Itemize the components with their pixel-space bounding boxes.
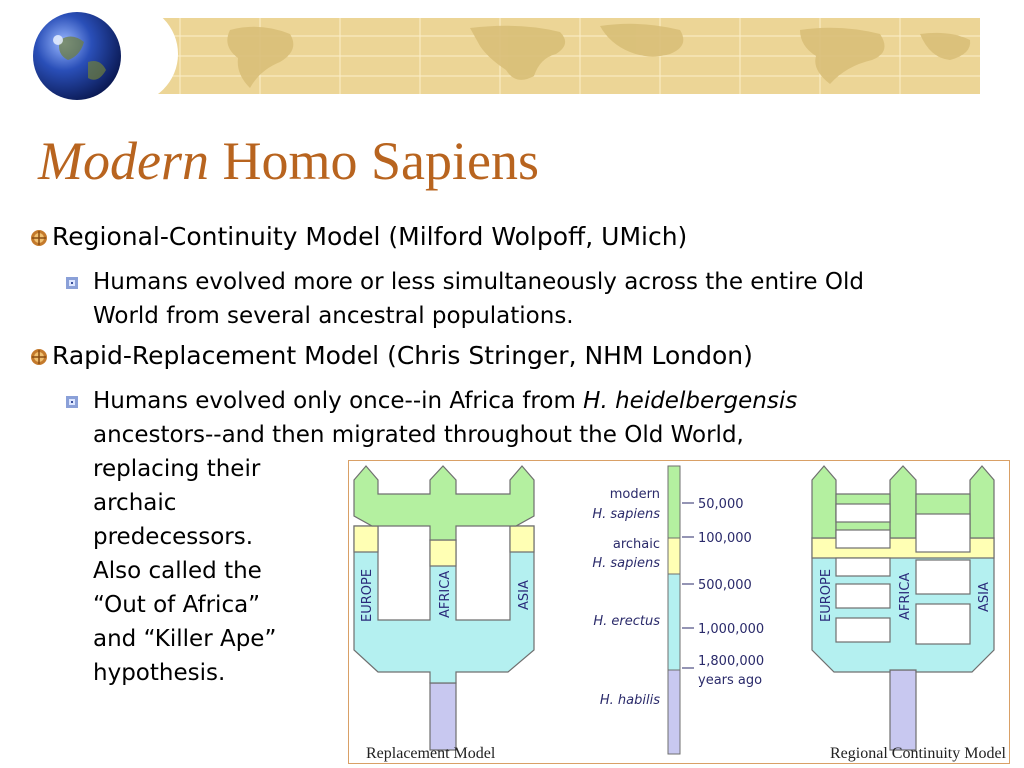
- tick-label: 100,000: [698, 531, 752, 546]
- wrap-line: archaic: [93, 490, 177, 516]
- tick-label: 50,000: [698, 497, 744, 512]
- species-name: H. heidelbergensis: [583, 388, 798, 414]
- wrap-line: “Out of Africa”: [93, 592, 261, 618]
- regional-continuity-tree: [811, 465, 995, 751]
- title-rest: Homo Sapiens: [222, 131, 539, 191]
- region-label-asia: ASIA: [517, 580, 532, 610]
- stage-label: modern: [610, 487, 660, 502]
- wrap-line: Also called the: [93, 558, 262, 584]
- bullet-text: Regional-Continuity Model (Milford Wolpo…: [52, 222, 688, 251]
- stage-label: H. erectus: [593, 614, 660, 629]
- sub-bullet-icon: [66, 277, 78, 289]
- region-label-africa: AFRICA: [898, 573, 913, 620]
- evolution-models-diagram: EUROPE AFRICA ASIA modern H. sapiens arc…: [348, 460, 1010, 764]
- stage-label: H. sapiens: [592, 556, 660, 571]
- wrap-line: hypothesis.: [93, 660, 226, 686]
- bullet-icon: [31, 349, 47, 365]
- bullet-text: Rapid-Replacement Model (Chris Stringer,…: [52, 341, 753, 370]
- region-label-europe: EUROPE: [360, 569, 375, 622]
- globe-icon: [33, 12, 121, 100]
- tick-label: 500,000: [698, 578, 752, 593]
- stage-labels: modern H. sapiens archaic H. sapiens H. …: [592, 487, 660, 708]
- stage-label: archaic: [613, 537, 660, 552]
- sub-bullet-line: ancestors--and then migrated throughout …: [93, 422, 744, 448]
- header-banner: [0, 0, 1024, 110]
- stage-label: H. sapiens: [592, 507, 660, 522]
- caption-regional-continuity-model: Regional Continuity Model: [830, 745, 1007, 762]
- region-label-asia: ASIA: [977, 582, 992, 612]
- sub-bullet-wrap: replacing their archaic predecessors. Al…: [93, 452, 276, 690]
- sub-bullet-line: World from several ancestral populations…: [93, 303, 574, 329]
- title-italic: Modern: [38, 131, 209, 191]
- wrap-line: and “Killer Ape”: [93, 626, 277, 652]
- tick-labels: 50,000 100,000 500,000 1,000,000 1,800,0…: [698, 497, 764, 688]
- tick-note: years ago: [698, 673, 762, 688]
- region-label-africa: AFRICA: [438, 571, 453, 618]
- tick-marks: [682, 502, 694, 669]
- bullet-icon: [31, 230, 47, 246]
- sub-bullet-line: Humans evolved more or less simultaneous…: [93, 269, 864, 295]
- replacement-model-tree: [353, 465, 535, 751]
- sub-bullet-line: Humans evolved only once--in Africa from…: [93, 384, 797, 418]
- tick-label: 1,000,000: [698, 622, 764, 637]
- tick-label: 1,800,000: [698, 654, 764, 669]
- sub-bullet-text: Humans evolved only once--in Africa from: [93, 388, 584, 414]
- timeline-bar: [667, 465, 681, 755]
- region-label-europe: EUROPE: [819, 569, 834, 622]
- wrap-line: predecessors.: [93, 524, 254, 550]
- sub-bullet-icon: [66, 396, 78, 408]
- stage-label: H. habilis: [600, 693, 660, 708]
- caption-replacement-model: Replacement Model: [366, 745, 496, 762]
- page-title: Modern Homo Sapiens: [38, 130, 539, 192]
- wrap-line: replacing their: [93, 456, 261, 482]
